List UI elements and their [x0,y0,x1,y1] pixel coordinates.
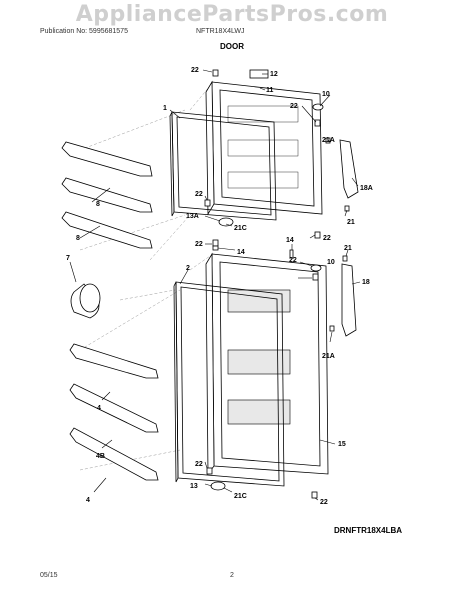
part-10-plug-b [310,264,322,272]
diagram-code: DRNFTR18X4LBA [334,526,403,535]
footer-page-number: 2 [230,572,234,579]
callout-11: 11 [266,87,274,94]
callout-22: 22 [195,461,203,468]
callout-22: 22 [323,235,331,242]
callout-14: 14 [237,249,245,256]
callout-8: 8 [76,235,80,242]
callout-18: 18 [362,279,370,286]
part-22-screw-c [204,199,211,207]
section-title: DOOR [220,42,244,51]
callout-22: 22 [195,241,203,248]
part-14-spacer-a [212,245,219,251]
callout-4: 4 [86,497,90,504]
part-13-hinge [210,481,226,491]
part-21a-screw-b [329,325,335,332]
part-22-screw-b [314,119,321,127]
callout-10: 10 [322,91,330,98]
callout-21a: 21A [322,353,335,360]
part-22-screw-f [312,273,319,281]
callout-21: 21 [344,245,352,252]
callout-8: 8 [96,201,100,208]
freezer-door-gasket [169,111,277,221]
callout-labels: 22 12 11 10 22 1 21A 18A 22 13A 21C 21 2… [66,67,373,506]
callout-21c: 21C [234,493,247,500]
part-21-screw-a [344,205,350,212]
part-22-screw-h [311,491,318,499]
callout-18a: 18A [360,185,373,192]
part-22-screw-e [212,239,219,247]
fresh-food-door-gasket [173,281,285,487]
freezer-door-outer [205,80,323,216]
leader-lines [69,69,361,501]
callout-22: 22 [290,103,298,110]
model-number: NFTR18X4LWJ [196,28,245,35]
publication-number: Publication No: 5995681575 [40,28,128,35]
callout-13a: 13A [186,213,199,220]
part-21-screw-b [342,255,348,262]
freezer-shelf-bars [61,141,153,249]
part-13a-hinge [218,217,234,227]
callout-4: 4 [97,405,101,412]
callout-2: 2 [186,265,190,272]
callout-7: 7 [66,255,70,262]
part-21a-screw-a [325,137,331,144]
part-22-screw-g [206,467,213,475]
callout-22: 22 [289,257,297,264]
callout-21: 21 [347,219,355,226]
watermark: AppliancePartsPros.com [75,2,389,27]
part-22-screw-a [212,69,219,77]
callout-22: 22 [320,499,328,506]
fresh-food-handle [341,263,357,337]
part-22-screw-d [314,231,321,239]
callout-4b: 4B [96,453,105,460]
footer-date: 05/15 [40,572,58,579]
fresh-food-shelf-bars [69,343,159,481]
callout-15: 15 [338,441,346,448]
callout-10: 10 [327,259,335,266]
callout-22: 22 [195,191,203,198]
part-14-spacer-b [289,249,294,259]
part-10-plug [312,103,324,111]
callout-12: 12 [270,71,278,78]
callout-22: 22 [191,67,199,74]
dairy-compartment [70,283,101,319]
fresh-food-door-outer [205,252,329,476]
callout-21a: 21A [322,137,335,144]
upper-dashed-guides [79,85,211,261]
callout-13: 13 [190,483,198,490]
callout-21c: 21C [234,225,247,232]
freezer-handle [339,139,359,199]
callout-14: 14 [286,237,294,244]
callout-1: 1 [163,105,167,112]
